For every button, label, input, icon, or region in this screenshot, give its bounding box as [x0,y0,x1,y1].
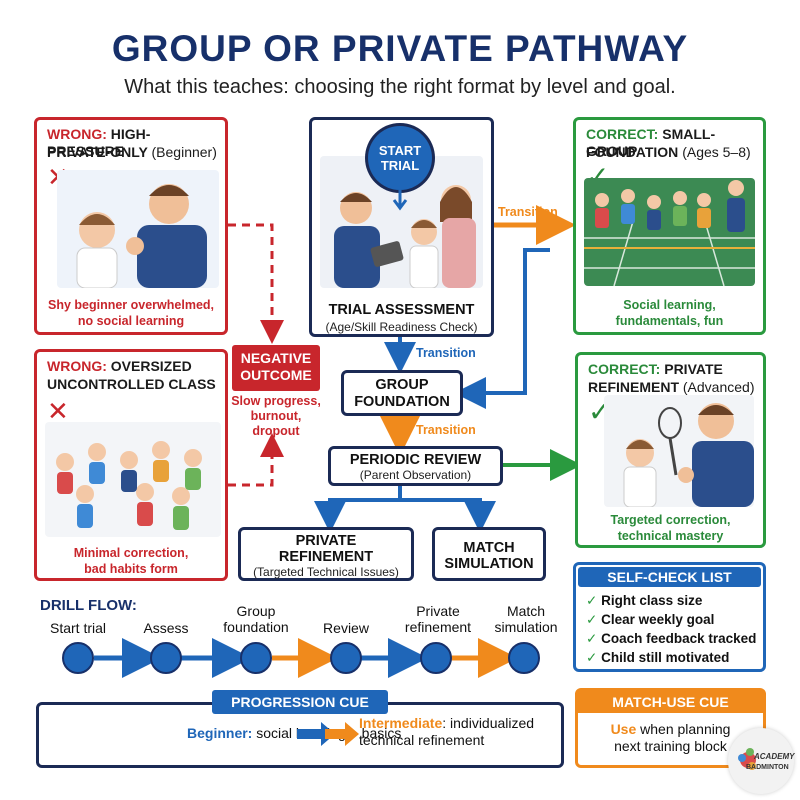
illustration-chaotic-class [45,422,221,537]
intermediate-cue: Intermediate: individualized technical r… [359,715,535,748]
wrong-oversized-class-card: WRONG: OVERSIZED UNCONTROLLED CLASS ✕ Mi… [34,349,228,581]
wrong-private-only-card: WRONG: HIGH-PRESSURE PRIVATE-ONLY (Begin… [34,117,228,335]
drill-step-label: Review [323,620,369,636]
periodic-review-sub: (Parent Observation) [359,468,472,482]
match-simulation-line1: MATCH [463,540,515,556]
private-refinement-node[interactable]: PRIVATE REFINEMENT (Targeted Technical I… [238,527,414,581]
wrong-title: OVERSIZED [110,358,192,374]
drill-step-dot [240,642,272,674]
correct-title: PRIVATE [664,361,723,377]
group-foundation-line2: FOUNDATION [354,394,450,410]
progression-cue-title: PROGRESSION CUE [212,690,388,714]
illustration-coach-pressuring-child [57,170,219,288]
page-title: GROUP OR PRIVATE PATHWAY [111,28,689,69]
negative-title-line1: NEGATIVE [240,350,312,366]
start-trial-bubble[interactable]: START TRIAL [368,126,432,190]
correct-title-qualifier: (Ages 5–8) [682,144,751,160]
correct-caption-line2: fundamentals, fun [615,314,724,328]
group-foundation-line1: GROUP [375,377,429,393]
page-subtitle: What this teaches: choosing the right fo… [124,76,676,98]
match-use-title: MATCH-USE CUE [578,691,763,713]
illustration-small-group-court [584,178,755,286]
private-refinement-line1: PRIVATE [295,533,357,549]
correct-private-refinement-card: CORRECT: PRIVATE REFINEMENT (Advanced) ✓… [575,352,766,548]
periodic-review-node[interactable]: PERIODIC REVIEW (Parent Observation) [328,446,503,486]
checklist-item[interactable]: ✓ Child still motivated [586,650,730,665]
wrong-caption-line1: Minimal correction, [73,546,189,560]
negative-outcome-badge: NEGATIVE OUTCOME [232,345,320,391]
negative-desc-line1: Slow progress, [231,394,321,408]
cross-icon: ✕ [47,396,69,426]
correct-label: CORRECT: [586,126,659,142]
drill-step-dot [508,642,540,674]
drill-step-label: Assess [143,620,189,636]
correct-label: CORRECT: [588,361,661,377]
drill-step-dot [150,642,182,674]
wrong-title-qualifier: (Beginner) [151,144,217,160]
correct-title: SMALL-GROUP [586,126,716,159]
wrong-title: HIGH-PRESSURE [47,126,151,159]
correct-caption-line1: Targeted correction, [610,513,731,527]
transition-label-top: Transition [498,205,558,219]
correct-caption-line1: Social learning, [623,298,716,312]
trial-assessment-sub: (Age/Skill Readiness Check) [325,320,478,334]
wrong-caption-line2: no social learning [77,314,185,328]
self-check-title: SELF-CHECK LIST [578,567,761,587]
arrow-down-icon [392,190,408,211]
start-trial-line2: TRIAL [380,158,420,173]
trial-assessment-title: TRIAL ASSESSMENT [328,302,475,318]
shuttlecock-icon [738,748,756,770]
drill-flow-track [62,638,540,678]
drill-step-dot [62,642,94,674]
correct-title-line2: REFINEMENT [588,379,679,395]
checklist-item[interactable]: ✓ Coach feedback tracked [586,631,757,646]
match-simulation-line2: SIMULATION [444,556,534,572]
wrong-caption-line2: bad habits form [84,562,178,576]
logo-text-line2: BADMINTON [746,764,789,771]
match-use-text: Use when planning next training block [610,721,731,754]
wrong-title-line2: PRIVATE-ONLY [47,144,148,160]
logo-text-line1: ACADEMY [754,752,795,761]
wrong-label: WRONG: [47,358,107,374]
wrong-caption-line1: Shy beginner overwhelmed, [47,298,214,312]
drill-step-dot [330,642,362,674]
illustration-coach-parent-child [320,156,483,288]
correct-small-group-card: CORRECT: SMALL-GROUP FOUNDATION (Ages 5–… [573,117,766,335]
start-trial-line1: START [378,143,422,158]
self-check-list-card: SELF-CHECK LIST ✓ Right class size ✓ Cle… [573,562,766,672]
drill-step-label: Start trial [49,620,106,636]
group-foundation-node[interactable]: GROUP FOUNDATION [341,370,463,416]
checklist-item[interactable]: ✓ Right class size [586,593,703,608]
checkmark-icon: ✓ [586,612,598,627]
negative-title-line2: OUTCOME [240,367,312,383]
private-refinement-line2: REFINEMENT [278,549,374,565]
correct-title-line2: FOUNDATION [586,144,679,160]
wrong-label: WRONG: [47,126,107,142]
correct-caption-line2: technical mastery [617,529,724,543]
illustration-private-coaching [604,395,754,507]
negative-desc-line2: burnout, [250,409,302,423]
drill-flow-title: DRILL FLOW: [40,597,137,614]
transition-label-group: Transition [416,346,476,360]
checkmark-icon: ✓ [586,650,598,665]
periodic-review-title: PERIODIC REVIEW [349,452,482,468]
correct-title-qualifier: (Advanced) [682,379,755,395]
checkmark-icon: ✓ [586,631,598,646]
match-simulation-node[interactable]: MATCH SIMULATION [432,527,546,581]
academy-logo: ACADEMY BADMINTON [728,728,794,794]
transition-label-review: Transition [416,423,476,437]
checkmark-icon: ✓ [586,593,598,608]
progression-arrow-icon [297,722,359,746]
private-refinement-sub: (Targeted Technical Issues) [253,565,399,579]
drill-step-dot [420,642,452,674]
wrong-title-line2: UNCONTROLLED CLASS [47,376,216,392]
checklist-item[interactable]: ✓ Clear weekly goal [586,612,715,627]
negative-desc-line3: dropout [252,424,300,438]
